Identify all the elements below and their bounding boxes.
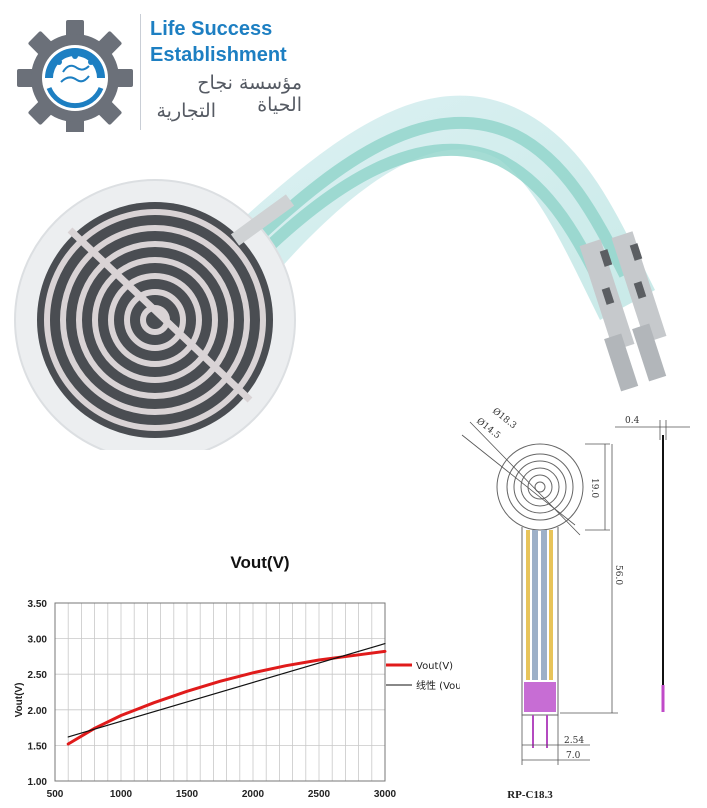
sensor-disc <box>14 179 296 450</box>
pins <box>532 715 548 748</box>
x-tick-label: 2500 <box>308 789 331 800</box>
flex-tail <box>230 95 667 392</box>
x-tick-label: 500 <box>47 789 64 800</box>
chart-ticks: 500 1000 1500 2000 2500 3000 1.00 1.50 2.00 2.50 3… <box>28 599 397 800</box>
x-tick-label: 1500 <box>176 789 199 800</box>
chart-grid <box>55 603 385 781</box>
legend-label-linear: 线性 (Vout(V)) <box>416 679 460 692</box>
y-tick-label: 3.00 <box>28 635 48 646</box>
brand-arabic-line1: مؤسسة نجاح الحياة <box>197 72 302 116</box>
model-label: RP-C18.3 <box>507 789 553 801</box>
series-line-vout <box>66 649 387 746</box>
dimension-lines <box>461 420 690 765</box>
chart-legend: Vout(V) 线性 (Vout(V)) <box>386 661 460 692</box>
y-tick-label: 2.00 <box>28 706 48 717</box>
y-axis-label: Vout(V) <box>14 683 25 718</box>
chart-title: Vout(V) <box>230 553 290 572</box>
legend-label-vout: Vout(V) <box>416 661 453 672</box>
logo-divider <box>140 14 141 130</box>
brand-name-line2: Establishment <box>150 44 287 66</box>
tail-traces <box>524 530 556 712</box>
dim-head-height: 19.0 <box>589 478 599 498</box>
sensor-outline <box>496 443 584 716</box>
x-tick-label: 1000 <box>110 789 133 800</box>
dimension-drawing: Ø18.3 Ø14.5 0.4 19.0 56.0 2.54 7.0 <box>461 406 690 765</box>
x-tick-label: 3000 <box>374 789 397 800</box>
plot-area <box>54 602 386 782</box>
dim-total-length: 56.0 <box>613 565 623 585</box>
x-tick-label: 2000 <box>242 789 265 800</box>
y-tick-label: 3.50 <box>28 599 48 610</box>
gear-icon <box>17 20 133 132</box>
y-tick-label: 1.00 <box>28 777 48 788</box>
brand-arabic-line2: التجارية <box>156 100 216 122</box>
dim-thickness: 0.4 <box>625 416 640 426</box>
chart-series <box>66 643 387 746</box>
brand-name-line1: Life Success <box>150 18 273 40</box>
y-tick-label: 2.50 <box>28 670 48 681</box>
company-logo <box>17 20 133 132</box>
dim-tail-width: 7.0 <box>566 751 581 761</box>
dim-pin-pitch: 2.54 <box>564 736 584 746</box>
sensor-photo <box>14 95 667 450</box>
y-tick-label: 1.50 <box>28 741 48 752</box>
series-line-linear <box>67 643 386 738</box>
vout-chart: 500 1000 1500 2000 2500 3000 1.00 1.50 2.00 2.50 3… <box>14 599 460 800</box>
